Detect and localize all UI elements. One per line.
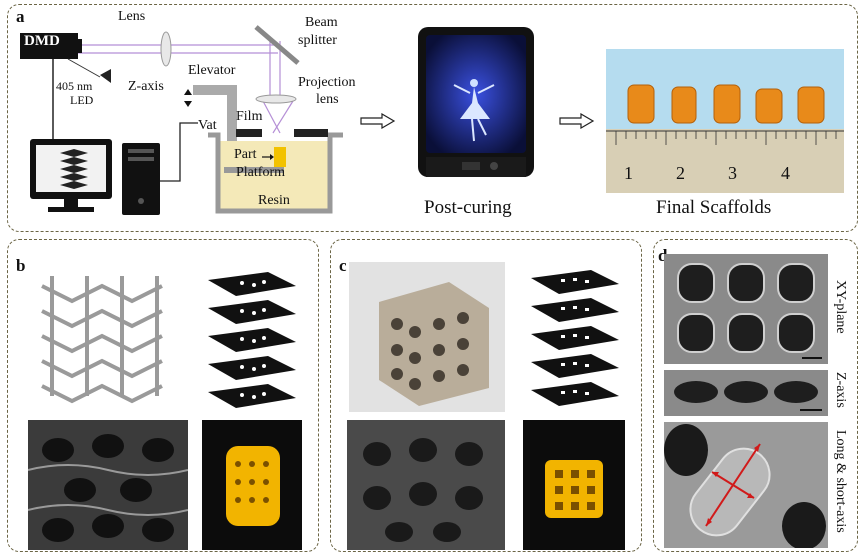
dmd-box — [20, 33, 78, 59]
final-scaffolds-caption: Final Scaffolds — [656, 197, 772, 218]
cubic-lattice-render — [349, 262, 505, 412]
panel-a-label: a — [16, 7, 25, 26]
elevator-label: Elevator — [188, 63, 236, 78]
led-label-1: 405 nm — [56, 79, 93, 93]
arrow-to-postcuring — [360, 113, 396, 129]
panel-b-label: b — [16, 256, 26, 275]
slice-stack-c — [521, 266, 625, 408]
sem-z-axis — [664, 370, 828, 416]
ruler-ticks — [615, 131, 837, 145]
dmd-label: DMD — [24, 33, 60, 49]
z-axis-label: Z-axis — [833, 372, 848, 408]
ruler-number-3: 3 — [728, 163, 737, 183]
part-label: Part — [234, 147, 257, 162]
post-curing-caption: Post-curing — [424, 197, 512, 218]
gyroid-lattice-render — [32, 266, 184, 408]
lens-element — [160, 31, 172, 67]
platform-label: Platform — [236, 165, 285, 180]
computer-tower — [122, 143, 160, 215]
vat-label: Vat — [198, 118, 217, 133]
projection-lens-label-2: lens — [316, 92, 339, 107]
short-axis-arrow — [711, 471, 755, 499]
sem-image-c — [347, 420, 505, 550]
panel-b: b — [7, 239, 319, 552]
printed-part — [274, 147, 286, 167]
xy-plane-label: XY-plane — [833, 280, 848, 334]
zaxis-label: Z-axis — [128, 79, 164, 94]
elevator-arm — [193, 85, 237, 95]
slice-stack-b — [198, 268, 302, 408]
sem-long-short-axis — [664, 422, 828, 548]
beam-splitter-mirror — [254, 25, 300, 65]
yellow-cube-photo-c — [523, 420, 625, 550]
panel-c-label: c — [339, 256, 347, 275]
printer-schematic — [20, 25, 343, 215]
ruler-number-2: 2 — [676, 163, 685, 183]
panel-a: a — [7, 4, 858, 232]
beam-splitter-label-1: Beam — [305, 15, 338, 30]
projection-lens-element — [255, 94, 297, 104]
panel-c: c — [330, 239, 642, 552]
panel-d: d XY-plane Z-axis — [653, 239, 858, 552]
film — [236, 129, 262, 137]
final-scaffolds-photo — [606, 49, 844, 193]
projection-lens-label-1: Projection — [298, 75, 356, 90]
panel-d-label: d — [658, 246, 668, 265]
sem-image-b — [28, 420, 188, 550]
long-short-axis-label: Long & short-axis — [833, 430, 848, 533]
film-label: Film — [236, 109, 263, 124]
orange-scaffolds — [627, 84, 825, 124]
ruler-number-1: 1 — [624, 163, 633, 183]
beam-splitter-label-2: splitter — [298, 33, 337, 48]
arrow-to-scaffolds — [559, 113, 595, 129]
post-curing-chamber-photo — [412, 23, 540, 191]
platform — [224, 167, 284, 173]
yellow-cylinder-photo-b — [202, 420, 302, 550]
vat-walls — [208, 132, 343, 214]
ruler-number-4: 4 — [781, 163, 790, 183]
resin-label: Resin — [258, 193, 290, 208]
sem-xy-plane — [664, 254, 828, 364]
led-label-2: LED — [70, 93, 94, 107]
lens-label: Lens — [118, 9, 146, 24]
